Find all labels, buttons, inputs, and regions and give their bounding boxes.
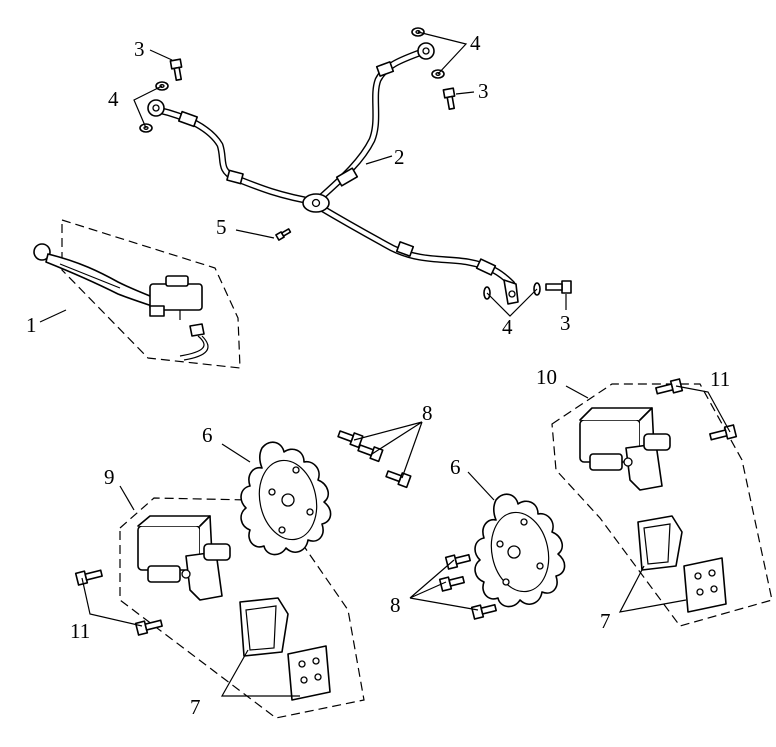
brake-light-switch-wire [179,323,209,361]
callout-7-right: 7 [600,609,611,633]
callout-6-left: 6 [202,423,213,447]
left-brake-caliper [137,515,231,601]
callout-4-lower-right: 4 [502,315,513,339]
callout-2: 2 [394,145,405,169]
bleeder-screw [275,228,292,241]
hose-banjo-end-upper-right [417,42,435,60]
left-disc-bolts [337,430,412,489]
callout-1: 1 [26,313,37,337]
callout-6-right: 6 [450,455,461,479]
callout-8-left: 8 [422,401,433,425]
right-brake-pads [637,515,727,613]
callout-5: 5 [216,215,227,239]
callout-3-upper-right: 3 [478,79,489,103]
callout-4-upper-right: 4 [470,31,481,55]
right-caliper-group-outline [551,383,773,627]
master-cylinder-lever [33,243,153,307]
master-cylinder-body [149,275,203,320]
hose-banjo-end-left [147,99,165,117]
callout-10: 10 [536,365,557,389]
left-brake-disc [240,441,332,556]
callout-11-left: 11 [70,619,90,643]
leader-lines [39,31,731,697]
callout-8-right: 8 [390,593,401,617]
sealing-washers [139,27,541,300]
hose-splitter-junction [302,193,330,213]
left-caliper-group-outline [119,497,365,719]
left-brake-pads [239,597,331,701]
callout-7-left: 7 [190,695,201,719]
callout-9: 9 [104,465,115,489]
callout-labels: 1 2 3 3 3 4 4 4 5 6 6 7 7 8 8 9 10 11 11 [26,31,730,719]
hose-banjo-end-lower-right [503,279,519,305]
right-brake-caliper [579,407,671,491]
right-brake-disc [474,493,566,608]
brake-hose-assembly [147,42,519,305]
master-cylinder-group-outline [61,219,241,369]
hose-crimp-sleeves [177,61,497,276]
callout-4-left: 4 [108,87,119,111]
callout-3-lower-right: 3 [560,311,571,335]
callout-11-right: 11 [710,367,730,391]
banjo-bolts [169,58,572,294]
callout-3-upper-left: 3 [134,37,145,61]
